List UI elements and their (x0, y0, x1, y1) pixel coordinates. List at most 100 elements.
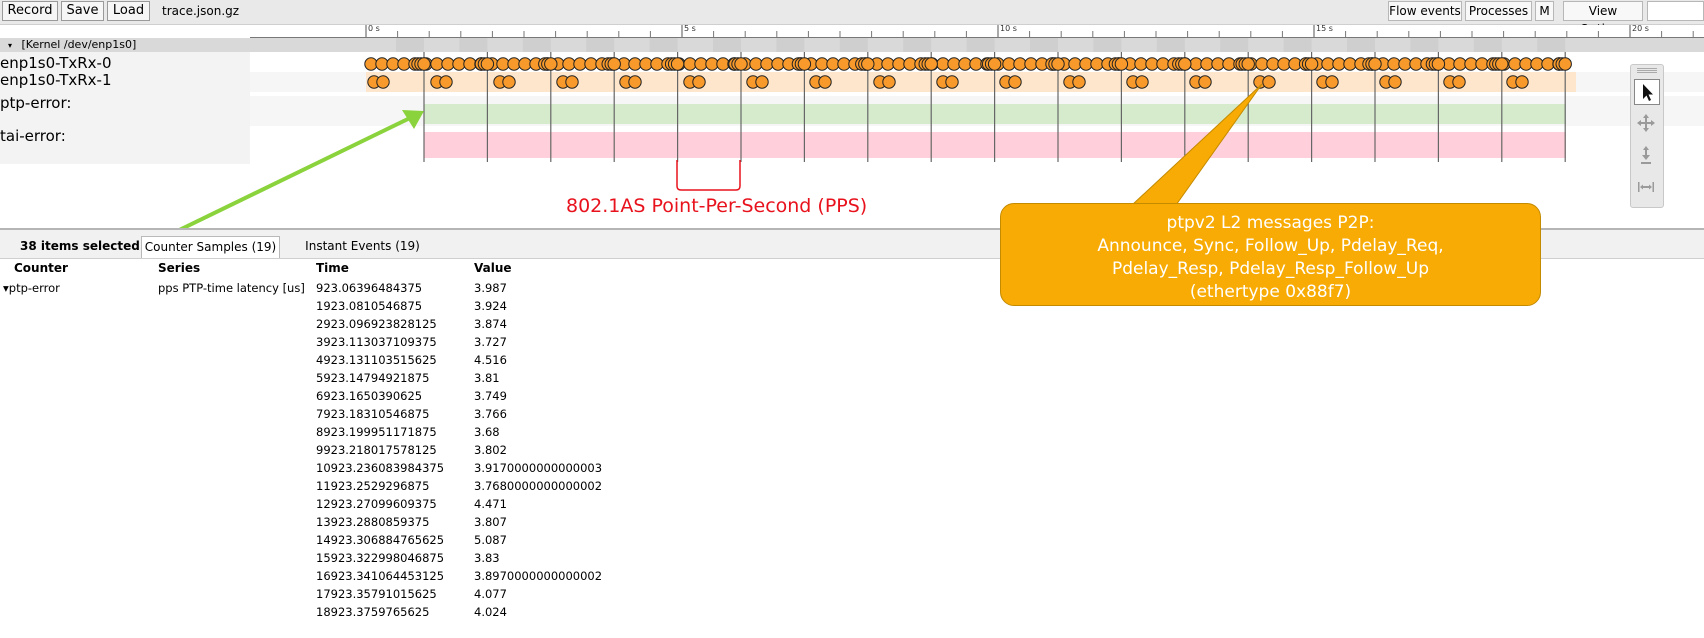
counter-name: ptp-error (8, 281, 60, 295)
collapse-arrow-icon[interactable]: ▾ (8, 41, 13, 50)
ruler-band (1283, 38, 1312, 52)
txrx0-event (1431, 57, 1446, 71)
tray-grip-icon[interactable] (1637, 67, 1657, 73)
pan-tool-icon (1637, 114, 1655, 132)
sample-time: 12923.27099609375 (316, 497, 437, 511)
txrx1-event (628, 75, 642, 89)
timing-tool-icon (1638, 182, 1654, 192)
ruler-tick-label: 5 s (684, 24, 696, 33)
sample-value: 3.987 (474, 281, 507, 295)
processes-button[interactable]: Processes (1465, 1, 1532, 21)
sample-value: 3.924 (474, 299, 507, 313)
timeline-canvas[interactable] (0, 0, 1704, 230)
counter-tree-node[interactable]: ▾ptp-error (3, 281, 60, 295)
txrx0-event (670, 57, 685, 71)
mouse-mode-tray (1630, 64, 1664, 208)
txrx0-event (1558, 57, 1572, 71)
txrx0-event (1368, 57, 1382, 71)
search-input[interactable] (1647, 1, 1704, 21)
sample-value: 3.874 (474, 317, 507, 331)
txrx0-event (1051, 57, 1065, 71)
flow-events-button[interactable]: Flow events (1388, 1, 1462, 21)
sample-time: 16923.341064453125 (316, 569, 445, 583)
sample-value: 3.7680000000000002 (474, 479, 603, 493)
column-header-value[interactable]: Value (474, 261, 512, 275)
sample-value: 3.807 (474, 515, 507, 529)
metadata-button[interactable]: M (1535, 1, 1554, 21)
txrx0-event (987, 57, 1002, 71)
sample-value: 3.749 (474, 389, 507, 403)
sample-time: 13923.2880859375 (316, 515, 430, 529)
sample-value: 3.68 (474, 425, 500, 439)
txrx1-event (755, 75, 769, 89)
pan-tool-button[interactable] (1634, 111, 1660, 137)
tab-instant-events[interactable]: Instant Events (19) (305, 239, 420, 253)
sample-value: 3.83 (474, 551, 500, 565)
expand-arrow-icon[interactable]: ▾ (3, 281, 9, 295)
ruler-ticks (365, 25, 1694, 37)
load-button[interactable]: Load (107, 1, 150, 21)
ruler-band (649, 38, 678, 52)
ruler-tick-label: 0 s (368, 24, 380, 33)
sample-value: 3.802 (474, 443, 507, 457)
txrx1-event (1008, 75, 1022, 89)
txrx1-event (692, 75, 706, 89)
sample-time: 18923.3759765625 (316, 605, 430, 619)
sample-value: 4.471 (474, 497, 507, 511)
ruler-band (396, 38, 424, 52)
txrx0-event (1241, 57, 1255, 71)
ruler-band (522, 38, 551, 52)
column-header-counter[interactable]: Counter (14, 261, 68, 275)
txrx1-event (945, 75, 959, 89)
track-label-tai-error[interactable]: tai-error: (0, 127, 66, 145)
callout-line: Announce, Sync, Follow_Up, Pdelay_Req, (1097, 236, 1444, 256)
selection-count: 38 items selected. (20, 239, 145, 253)
track-label-ptp-error[interactable]: ptp-error: (0, 94, 72, 112)
txrx1-event (1515, 75, 1529, 89)
sample-time: 3923.113037109375 (316, 335, 437, 349)
txrx1-event (1198, 75, 1212, 89)
record-button[interactable]: Record (2, 1, 58, 21)
green-arrow-shaft (174, 115, 413, 230)
sample-value: 4.077 (474, 587, 507, 601)
sample-time: 1923.0810546875 (316, 299, 423, 313)
zoom-tool-button[interactable] (1634, 144, 1660, 170)
select-tool-button[interactable] (1634, 79, 1660, 105)
series-name: pps PTP-time latency [us] (158, 281, 305, 295)
txrx0-event (924, 57, 938, 71)
sample-time: 15923.322998046875 (316, 551, 445, 565)
txrx0-event (1178, 57, 1192, 71)
txrx1-event (502, 75, 516, 89)
txrx1-event (1262, 75, 1276, 89)
sample-value: 3.8970000000000002 (474, 569, 603, 583)
sample-time: 923.06396484375 (316, 281, 423, 295)
save-button[interactable]: Save (61, 1, 104, 21)
ruler-band (1537, 38, 1566, 52)
track-label-column (0, 52, 250, 164)
track-label-txrx0[interactable]: enp1s0-TxRx-0 (0, 54, 112, 72)
timing-tool-button[interactable] (1634, 175, 1660, 201)
panel-divider[interactable] (0, 228, 1704, 230)
callout-line: (ethertype 0x88f7) (1189, 282, 1352, 302)
txrx0-event (1304, 57, 1319, 71)
txrx0-event (417, 57, 431, 71)
trace-filename: trace.json.gz (162, 4, 240, 18)
time-ruler[interactable]: 0 s 5 s 10 s 15 s 20 s (250, 24, 1704, 38)
ruler-band (1030, 38, 1058, 52)
column-header-time[interactable]: Time (316, 261, 349, 275)
column-header-series[interactable]: Series (158, 261, 201, 275)
txrx0-event (480, 57, 495, 71)
sample-time: 17923.35791015625 (316, 587, 437, 601)
sample-value: 3.766 (474, 407, 507, 421)
txrx1-event (439, 75, 453, 89)
callout-line: ptpv2 L2 messages P2P: (1166, 213, 1375, 233)
txrx1-event (1072, 75, 1086, 89)
tab-counter-samples[interactable]: Counter Samples (19) (141, 236, 280, 258)
txrx1-lane (366, 72, 1576, 92)
txrx1-event (1452, 75, 1466, 89)
txrx1-event (1388, 75, 1402, 89)
txrx0-event (544, 57, 558, 71)
sample-value: 3.9170000000000003 (474, 461, 603, 475)
track-label-txrx1[interactable]: enp1s0-TxRx-1 (0, 71, 112, 89)
ruler-tick-label: 20 s (1632, 24, 1649, 33)
